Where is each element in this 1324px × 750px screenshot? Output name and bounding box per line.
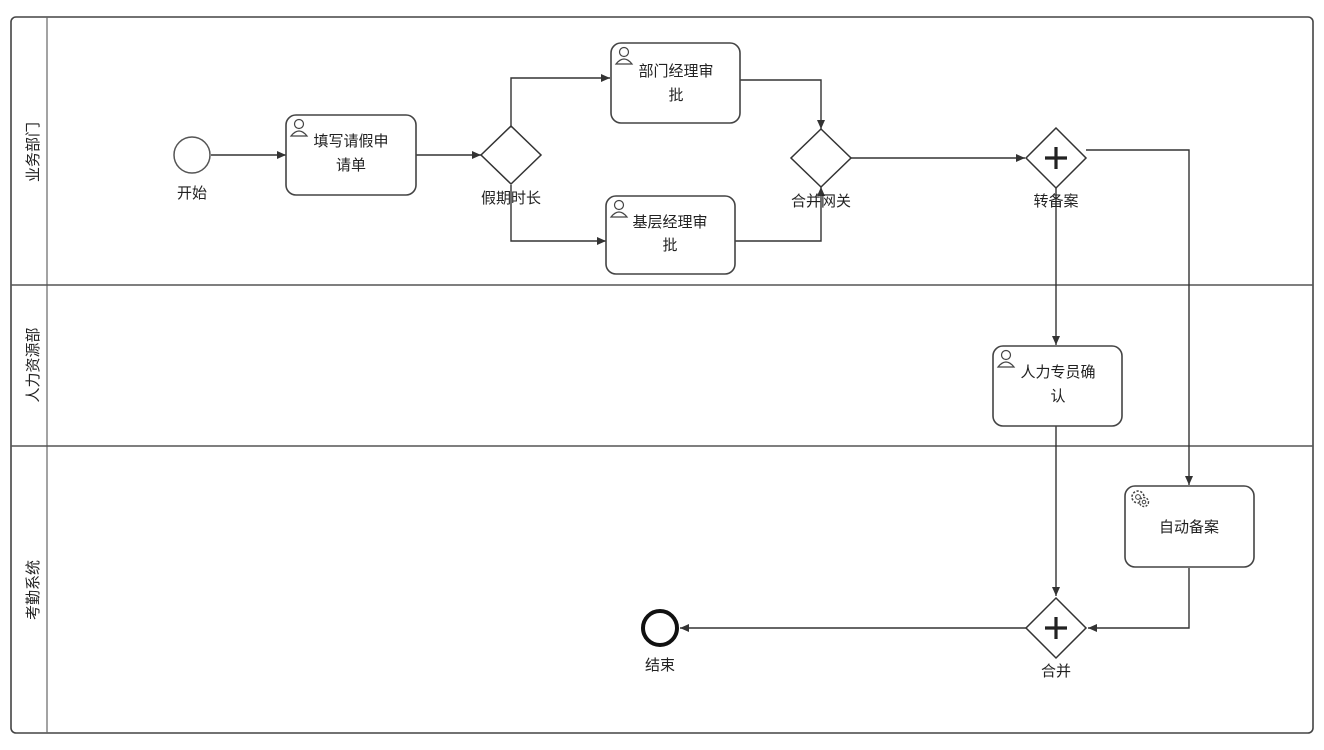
task-label-line1: 基层经理审: [632, 213, 707, 231]
gear-icon: [1131, 490, 1150, 508]
flow-record-to-auto: [1086, 149, 1193, 485]
task-label-line1: 人力专员确: [1020, 363, 1095, 381]
gateway-join[interactable]: 合并: [1024, 596, 1088, 680]
start-event[interactable]: 开始: [173, 136, 211, 202]
lane-label-hr: 人力资源部: [24, 327, 42, 402]
plus-icon: [1045, 617, 1067, 639]
lane-label-attendance: 考勤系统: [24, 560, 42, 620]
task-dept-manager-approval[interactable]: 部门经理审 批: [610, 42, 741, 124]
flow-auto-to-join: [1088, 568, 1190, 632]
task-hr-confirm[interactable]: 人力专员确 认: [992, 345, 1123, 427]
task-label-line1: 部门经理审: [638, 62, 713, 80]
gateway-leave-duration[interactable]: 假期时长: [479, 124, 543, 207]
task-label-line2: 认: [1050, 387, 1065, 405]
task-auto-record-label: 自动备案: [1159, 518, 1219, 536]
task-auto-record[interactable]: 自动备案: [1124, 485, 1255, 568]
user-icon: [996, 349, 1016, 368]
end-event-label: 结束: [645, 656, 675, 674]
gateway-to-record-label: 转备案: [1033, 192, 1078, 210]
gateway-duration-label: 假期时长: [481, 189, 541, 207]
end-event-icon: [641, 609, 679, 647]
plus-icon: [1045, 147, 1067, 169]
start-event-icon: [173, 136, 211, 174]
user-icon: [289, 118, 309, 137]
lane-label-business: 业务部门: [24, 122, 42, 182]
task-label-line2: 批: [662, 236, 677, 254]
task-label-line1: 填写请假申: [313, 132, 388, 150]
task-fill-leave-form[interactable]: 填写请假申 请单: [285, 114, 417, 196]
gateway-to-record[interactable]: 转备案: [1024, 126, 1088, 210]
user-icon: [614, 46, 634, 65]
exclusive-gateway-icon: [479, 124, 543, 186]
task-label-line2: 请单: [336, 156, 366, 174]
end-event[interactable]: 结束: [641, 609, 679, 674]
task-base-manager-approval[interactable]: 基层经理审 批: [605, 195, 736, 275]
sequence-flows: [211, 74, 1193, 632]
gateway-merge-label: 合并网关: [791, 192, 851, 210]
gateway-join-label: 合并: [1041, 662, 1071, 680]
gateway-merge[interactable]: 合并网关: [789, 127, 853, 210]
flow-gateway-to-dept-manager: [510, 74, 610, 126]
user-icon: [609, 199, 629, 218]
exclusive-gateway-icon: [789, 127, 853, 189]
flow-dept-to-merge: [740, 79, 825, 129]
pool: [10, 16, 1314, 734]
start-event-label: 开始: [177, 184, 207, 202]
task-label-line2: 批: [668, 86, 683, 104]
flow-base-to-merge: [735, 187, 825, 242]
flow-gateway-to-base-manager: [510, 185, 606, 245]
